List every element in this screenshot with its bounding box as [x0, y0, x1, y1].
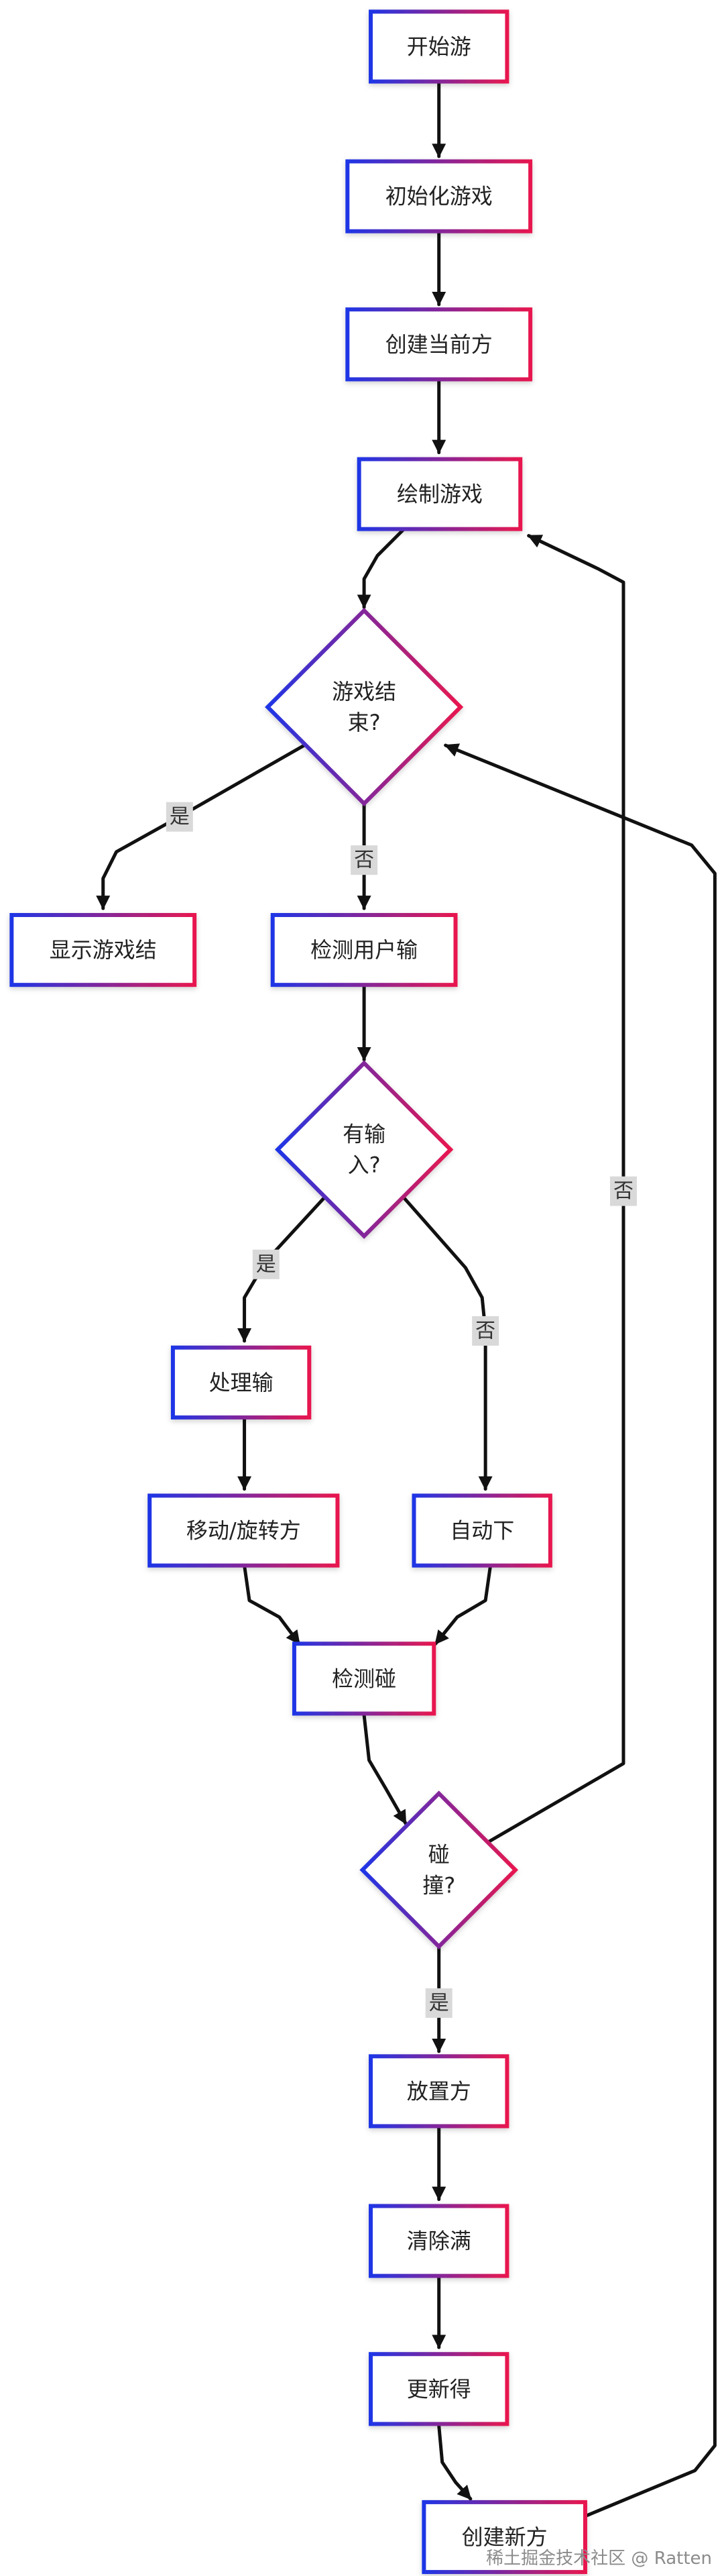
node-label: 检测碰 [332, 1666, 396, 1691]
edge-label-text: 是 [429, 1991, 449, 2015]
node-shape [422, 2500, 587, 2575]
node-shape [345, 159, 533, 233]
node-shape [170, 1345, 312, 1419]
node-collide: 检测碰 [292, 1642, 436, 1716]
node-shape [369, 9, 509, 84]
edge-label-gameover-to-show: 是 [166, 802, 193, 832]
node-shape [369, 2054, 509, 2129]
node-label: 处理输 [209, 1370, 274, 1395]
decision-label-line: 束? [348, 710, 381, 735]
node-label: 创建当前方 [385, 331, 493, 357]
edge-hasinput-to-handle [237, 1196, 326, 1343]
node-label: 移动/旋转方 [186, 1518, 301, 1544]
node-handle: 处理输 [170, 1345, 312, 1419]
node-shape [147, 1493, 340, 1568]
node-shape [270, 913, 458, 987]
edge-gameover-to-show [96, 743, 306, 910]
node-label: 开始游 [407, 34, 471, 59]
edge-draw-to-gameover [357, 527, 406, 609]
node-shape [357, 457, 523, 531]
node-hasinput: 有输入? [274, 1060, 454, 1239]
node-shape [369, 2204, 509, 2278]
node-show: 显示游戏结 [9, 913, 197, 987]
edge-label-text: 否 [475, 1320, 495, 1343]
decision-shape [265, 607, 464, 807]
node-auto: 自动下 [412, 1493, 552, 1568]
decision-shape [274, 1060, 454, 1239]
edge-score-to-create2 [437, 2424, 473, 2501]
edge-auto-to-collide [434, 1564, 493, 1646]
edge-label-collision-to-place: 是 [425, 1988, 452, 2018]
node-label: 自动下 [450, 1518, 514, 1544]
node-score: 更新得 [369, 2352, 509, 2426]
edge-create2-to-gameover [444, 743, 717, 2518]
edge-label-text: 否 [613, 1179, 634, 1203]
edge-move-to-collide [243, 1564, 301, 1646]
watermark: 稀土掘金技术社区 @ Ratten [486, 2548, 712, 2569]
node-label: 显示游戏结 [50, 937, 157, 963]
node-shape [9, 913, 197, 987]
edge-label-bg [610, 1176, 637, 1206]
edge-hasinput-to-auto [402, 1196, 493, 1491]
edge-label-bg [472, 1316, 499, 1346]
decision-label-line: 游戏结 [332, 679, 396, 704]
node-place: 放置方 [369, 2054, 509, 2129]
node-shape [345, 307, 533, 382]
node-label: 检测用户输 [310, 937, 418, 963]
node-label: 放置方 [407, 2078, 471, 2104]
node-start: 开始游 [369, 9, 509, 84]
decision-label-line: 有输 [343, 1122, 385, 1147]
node-label: 绘制游戏 [397, 482, 483, 507]
edge-label-bg [252, 1249, 280, 1279]
node-create2: 创建新方 [422, 2500, 587, 2575]
edge-label-text: 否 [354, 849, 374, 872]
edge-label-bg [351, 845, 378, 875]
edge-label-text: 是 [170, 805, 190, 828]
decision-label-line: 碰 [428, 1842, 450, 1868]
node-draw: 绘制游戏 [357, 457, 523, 531]
node-label: 初始化游戏 [385, 184, 493, 209]
node-detect: 检测用户输 [270, 913, 458, 987]
edge-label-bg [166, 802, 193, 832]
edge-label-hasinput-to-auto: 否 [472, 1316, 499, 1346]
edge-collide-to-collision [362, 1713, 408, 1825]
edge-label-gameover-to-detect: 否 [351, 845, 378, 875]
node-label: 更新得 [407, 2376, 471, 2402]
node-shape [292, 1642, 436, 1716]
node-create1: 创建当前方 [345, 307, 533, 382]
decision-shape [359, 1790, 519, 1949]
node-label: 创建新方 [462, 2524, 548, 2550]
node-shape [412, 1493, 552, 1568]
node-move: 移动/旋转方 [147, 1493, 340, 1568]
node-label: 清除满 [407, 2229, 471, 2254]
edge-label-text: 是 [256, 1252, 276, 1276]
node-init: 初始化游戏 [345, 159, 533, 233]
node-shape [369, 2352, 509, 2426]
node-collision: 碰撞? [359, 1790, 519, 1949]
edge-label-hasinput-to-handle: 是 [252, 1249, 280, 1279]
decision-label-line: 撞? [422, 1873, 455, 1898]
edge-label-bg [425, 1988, 452, 2018]
node-clear: 清除满 [369, 2204, 509, 2278]
edge-collision-to-draw [487, 534, 625, 1843]
decision-label-line: 入? [348, 1152, 381, 1178]
edge-label-collision-to-draw: 否 [610, 1176, 637, 1206]
